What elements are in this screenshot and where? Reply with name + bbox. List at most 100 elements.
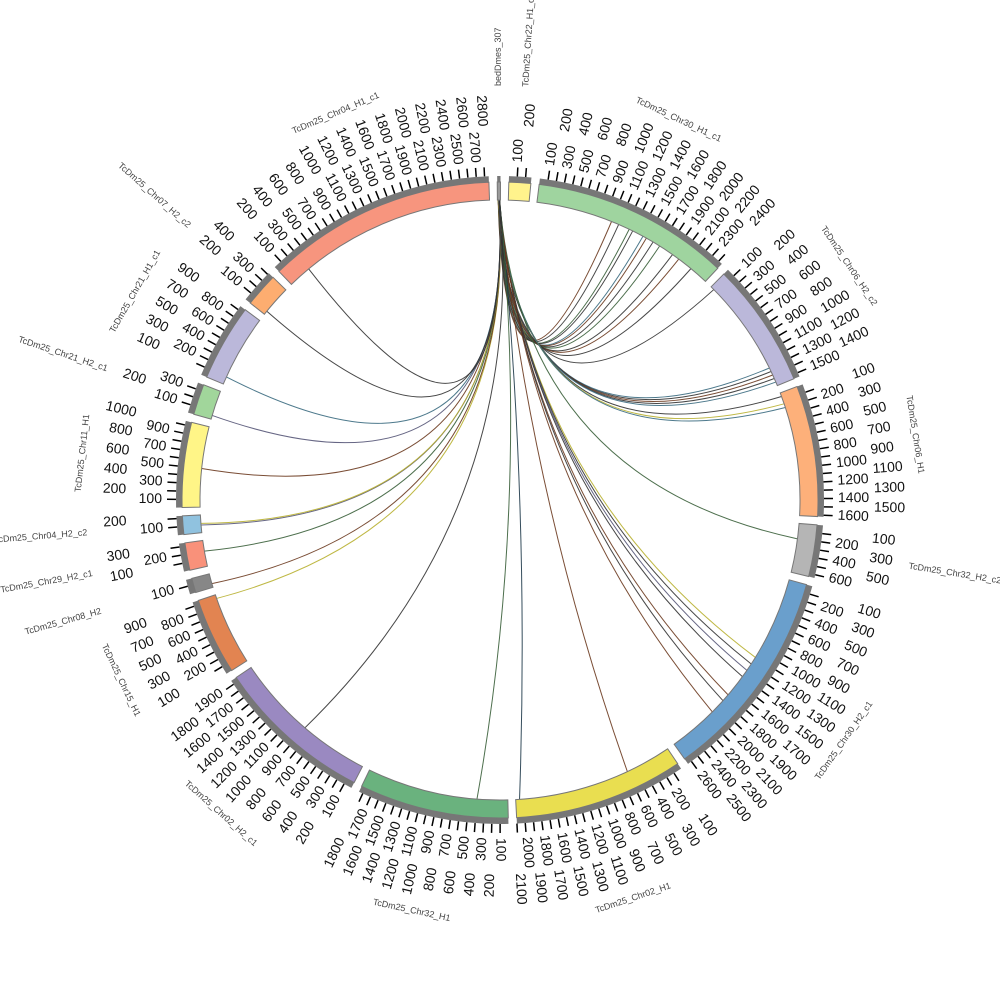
tick-mark [821,541,831,544]
tick-mark [822,472,832,475]
segment-name-label: TcDm25_Chr29_H2_c1 [0,568,93,594]
segment-axis-band [497,176,501,183]
tick-mark [415,177,420,187]
links-layer [200,199,798,800]
tick-mark [431,817,435,827]
tick-mark [230,690,239,698]
tick-label: 300 [472,837,489,861]
tick-mark [296,756,303,765]
tick-label: 1700 [551,868,572,901]
tick-label: 100 [541,141,560,167]
tick-mark [766,683,775,690]
segment-block [249,276,287,315]
tick-label: 1500 [570,864,592,898]
segment-name-label: TcDm25_Chr04_H2_c2 [0,527,88,544]
tick-label: 1800 [537,834,557,867]
tick-label: 400 [575,110,596,137]
tick-mark [175,422,185,426]
tick-mark [287,243,294,251]
tick-mark [174,430,184,434]
tick-mark [671,217,678,227]
link [266,199,501,398]
tick-label: 600 [827,569,854,590]
tick-label: 100 [139,519,164,537]
link [476,199,512,800]
tick-mark [170,447,181,451]
tick-label: 300 [868,549,894,568]
tick-mark [728,728,737,736]
segment-name-label: TcDm25_Chr32_H2_c2 [908,561,1000,586]
tick-mark [716,739,724,748]
tick-mark [215,324,225,331]
segment-axis-band [192,600,232,674]
tick-mark [822,532,832,536]
tick-mark [382,187,388,197]
tick-mark [220,317,229,324]
segment-axis-band [176,515,184,536]
tick-label: 1200 [837,470,869,488]
tick-mark [258,722,266,730]
segment-tcdm25-chr32-h1: 1002003004005006007008009001000110012001… [320,769,509,923]
tick-mark [359,197,365,207]
tick-mark [659,781,665,791]
tick-mark [801,617,811,622]
tick-mark [474,167,477,177]
segment-block [710,273,795,387]
tick-mark [822,463,832,466]
tick-label: 900 [609,158,632,186]
tick-label: 1900 [532,871,551,904]
segment-tcdm25-chr04-h1-c1: 1002003004005006007008009001000110012001… [234,90,491,286]
tick-mark [809,593,819,598]
segment-name-label: TcDm25_Chr32_H1 [372,897,451,923]
tick-mark [547,170,551,180]
tick-mark [274,254,282,262]
tick-label: 300 [105,545,131,564]
segment-block [673,579,808,760]
segment-axis-band [508,176,532,184]
tick-mark [321,217,328,227]
tick-label: 500 [140,453,165,471]
tick-mark [205,651,215,658]
tick-mark [276,740,284,748]
tick-mark [366,796,372,806]
tick-mark [605,805,611,815]
tick-mark [448,820,451,830]
tick-mark [440,172,444,182]
link [201,199,501,526]
tick-mark [818,438,828,442]
segment-block [515,748,679,819]
tick-mark [406,810,411,820]
tick-mark [733,268,741,277]
tick-mark [399,182,404,192]
tick-mark [207,339,217,346]
tick-mark [795,632,804,638]
tick-mark [710,745,718,754]
tick-mark [685,227,693,236]
tick-mark [699,237,706,246]
tick-mark [549,819,553,830]
tick-mark [697,755,705,764]
tick-mark [798,624,808,630]
tick-mark [198,636,207,642]
tick-mark [473,822,476,833]
tick-mark [457,169,461,179]
tick-mark [573,815,578,825]
tick-mark [807,396,817,401]
tick-mark [524,167,528,178]
segment-axis-band [245,273,274,304]
tick-label: 100 [139,490,163,506]
tick-mark [734,722,743,730]
segment-axis-band [359,786,509,824]
tick-mark [466,168,469,178]
tick-mark [644,789,650,799]
tick-mark [810,404,820,409]
tick-mark [235,697,244,704]
tick-mark [744,281,753,289]
segment-name-label: TcDm25_Chr06_H1 [904,395,926,475]
tick-mark [760,301,769,309]
